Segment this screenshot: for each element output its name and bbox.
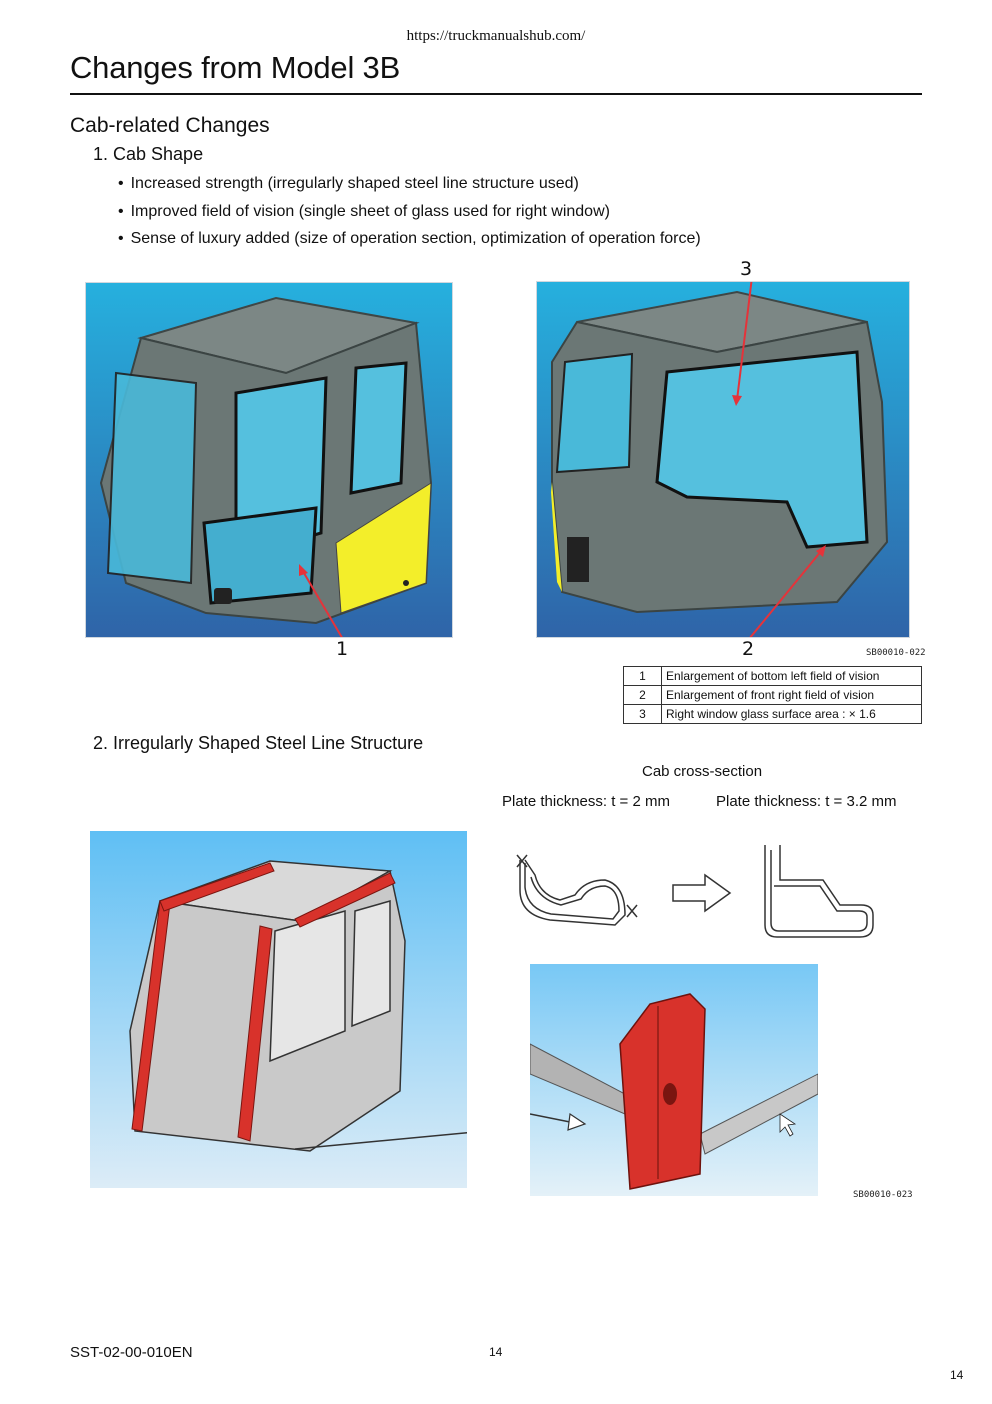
item-heading-steel-structure: 2. Irregularly Shaped Steel Line Structu…	[93, 733, 424, 753]
page-title: Changes from Model 3B	[70, 50, 401, 85]
item-heading-cab-shape: 1. Cab Shape	[93, 144, 204, 164]
title-divider	[70, 93, 922, 95]
cab-pillar-structure-image	[90, 831, 467, 1188]
legend-number: 1	[623, 666, 662, 686]
cab-right-view-image	[536, 281, 910, 638]
thickness-before-label: Plate thickness: t = 2 mm	[502, 793, 670, 810]
table-row: 2 Enlargement of front right field of vi…	[623, 685, 922, 705]
legend-text: Enlargement of front right field of visi…	[661, 685, 922, 705]
callout-1: 1	[336, 638, 349, 660]
legend-number: 2	[623, 685, 662, 705]
legend-number: 3	[623, 704, 662, 724]
table-row: 3 Right window glass surface area : × 1.…	[623, 704, 922, 724]
document-code: SST-02-00-010EN	[70, 1344, 193, 1361]
source-url: https://truckmanualshub.com/	[406, 28, 586, 44]
cab-left-view-image	[85, 282, 453, 638]
bullet-item: Increased strength (irregularly shaped s…	[118, 173, 701, 201]
legend-text: Enlargement of bottom left field of visi…	[661, 666, 922, 686]
callout-2: 2	[742, 638, 755, 660]
legend-text: Right window glass surface area : × 1.6	[661, 704, 922, 724]
thickness-after-label: Plate thickness: t = 3.2 mm	[716, 793, 897, 810]
cross-section-label: Cab cross-section	[642, 763, 763, 780]
section-heading: Cab-related Changes	[70, 114, 270, 137]
table-row: 1 Enlargement of bottom left field of vi…	[623, 666, 922, 686]
page-number-right: 14	[950, 1368, 964, 1382]
bullet-item: Improved field of vision (single sheet o…	[118, 201, 701, 229]
callout-legend-table: 1 Enlargement of bottom left field of vi…	[623, 666, 922, 724]
figure-code-023: SB00010-023	[853, 1190, 913, 1200]
pillar-detail-image	[530, 964, 818, 1196]
page-number-center: 14	[489, 1345, 503, 1359]
cross-section-diagram	[516, 845, 874, 938]
figure-code-022: SB00010-022	[866, 648, 926, 658]
callout-3: 3	[740, 258, 753, 280]
bullet-list: Increased strength (irregularly shaped s…	[118, 173, 701, 256]
bullet-item: Sense of luxury added (size of operation…	[118, 228, 701, 256]
